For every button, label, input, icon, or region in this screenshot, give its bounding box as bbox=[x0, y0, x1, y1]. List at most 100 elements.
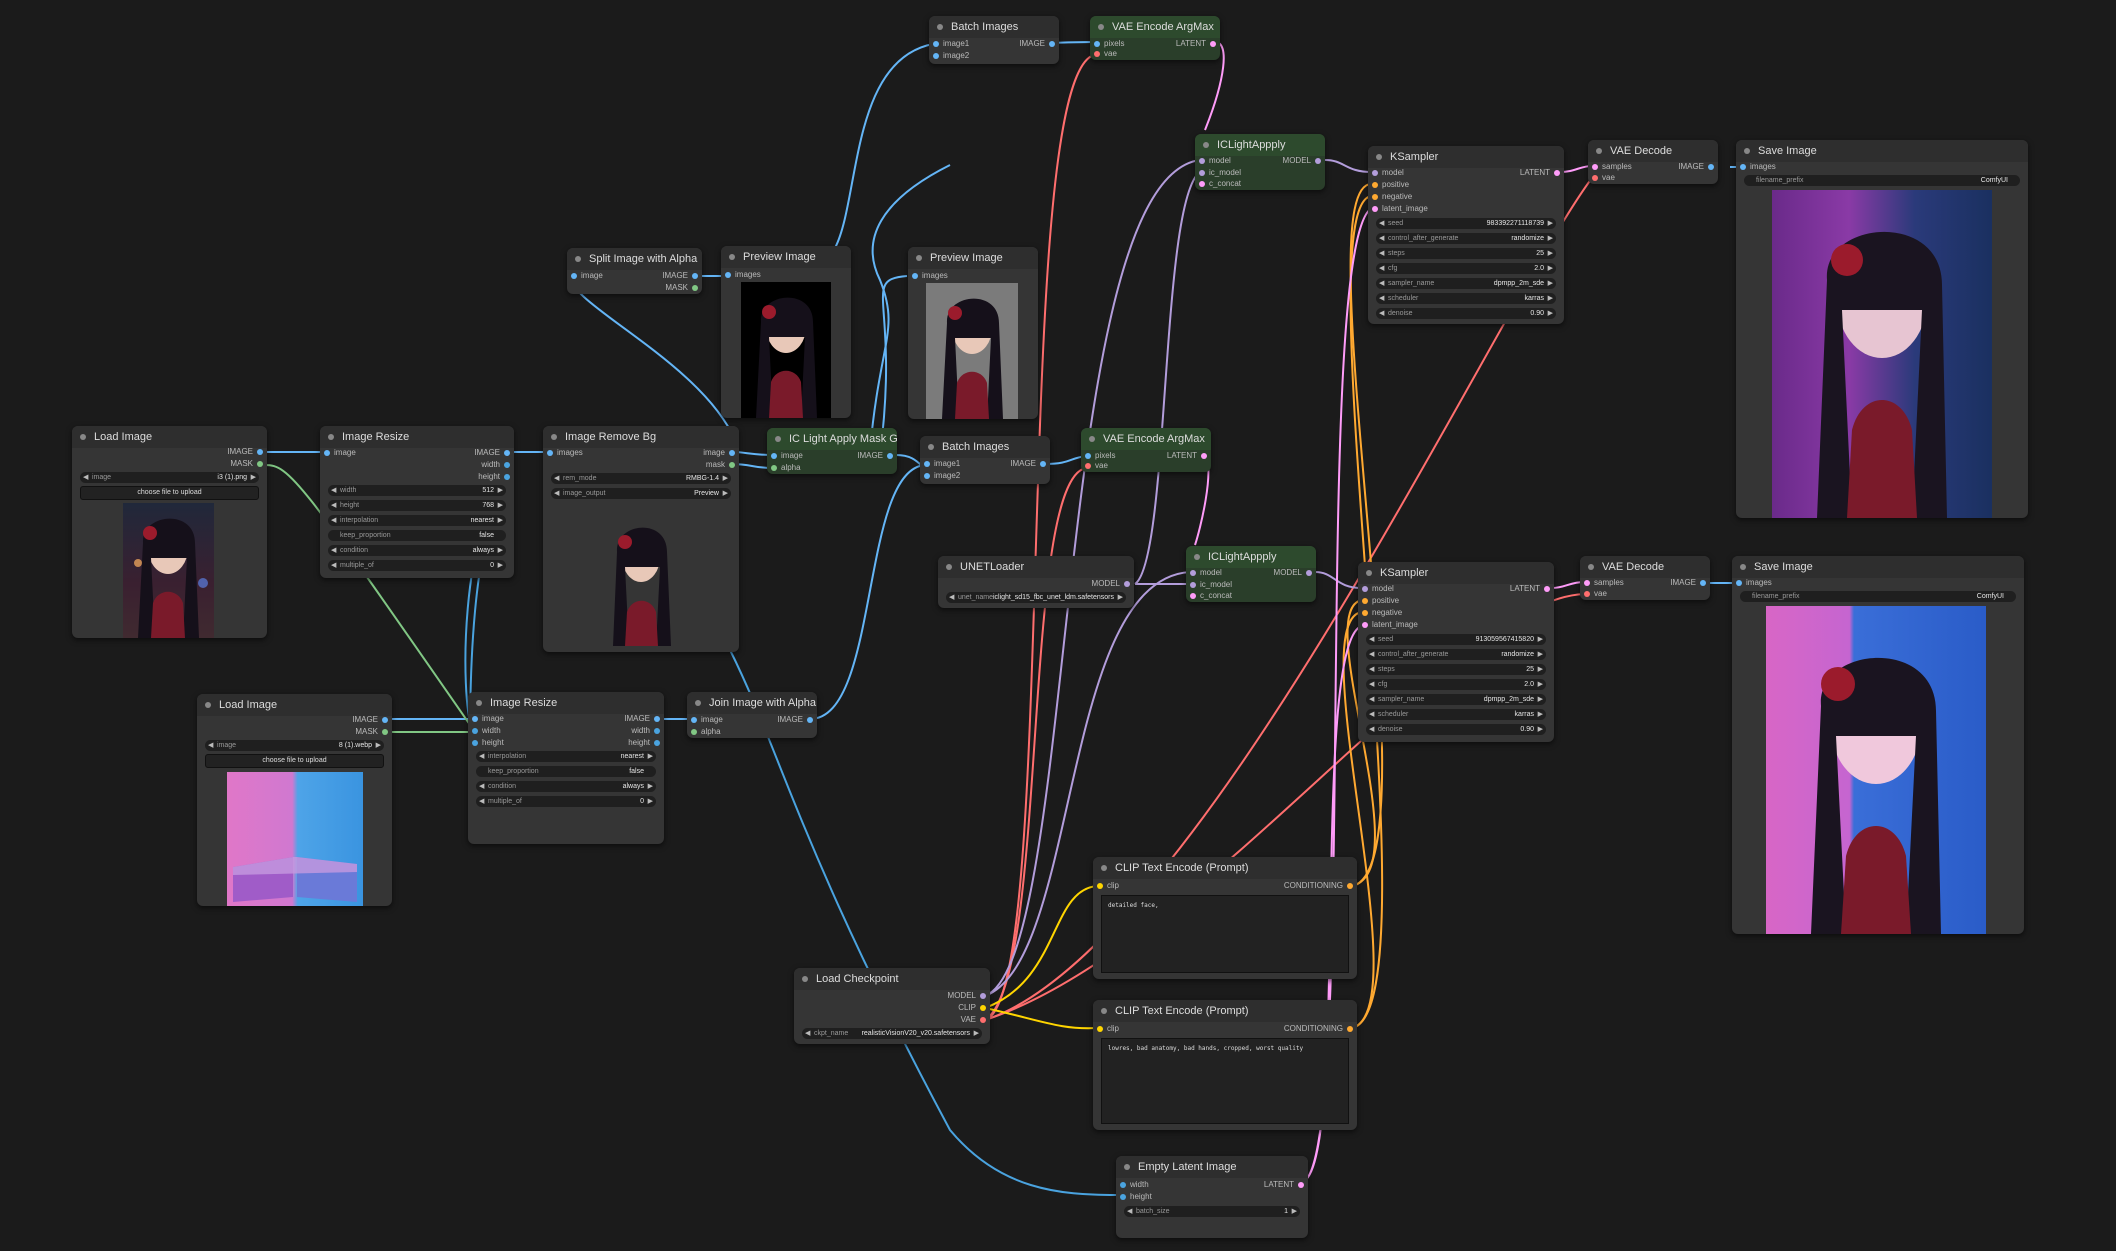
input-vae[interactable]: vae bbox=[1085, 461, 1108, 471]
output-vae[interactable]: VAE bbox=[961, 1015, 986, 1025]
input-images[interactable]: images bbox=[547, 448, 583, 458]
output-image[interactable]: image bbox=[703, 448, 735, 458]
input-image1[interactable]: image1 bbox=[924, 459, 960, 469]
output-model[interactable]: MODEL bbox=[1283, 156, 1321, 166]
node-vae-encode-2[interactable]: VAE Encode ArgMax pixels vae LATENT bbox=[1081, 428, 1211, 472]
output-image[interactable]: IMAGE bbox=[352, 715, 388, 725]
input-width[interactable]: width bbox=[472, 726, 501, 736]
output-latent[interactable]: LATENT bbox=[1167, 451, 1207, 461]
input-clip[interactable]: clip bbox=[1097, 1024, 1119, 1034]
input-samples[interactable]: samples bbox=[1584, 578, 1624, 588]
output-latent[interactable]: LATENT bbox=[1264, 1180, 1304, 1190]
input-positive[interactable]: positive bbox=[1362, 596, 1399, 606]
output-image[interactable]: IMAGE bbox=[227, 447, 263, 457]
input-image1[interactable]: image1 bbox=[933, 39, 969, 49]
node-ksampler-1[interactable]: KSampler model positive negative latent_… bbox=[1368, 146, 1564, 324]
node-clip-text-encode-negative[interactable]: CLIP Text Encode (Prompt) clip CONDITION… bbox=[1093, 1000, 1357, 1130]
input-images[interactable]: images bbox=[1740, 162, 1776, 172]
input-ic-model[interactable]: ic_model bbox=[1199, 168, 1241, 178]
prompt-textarea[interactable]: detailed face, bbox=[1101, 895, 1349, 973]
input-image[interactable]: image bbox=[571, 271, 603, 281]
input-images[interactable]: images bbox=[725, 270, 761, 280]
output-model[interactable]: MODEL bbox=[948, 991, 986, 1001]
prompt-textarea[interactable]: lowres, bad anatomy, bad hands, cropped,… bbox=[1101, 1038, 1349, 1124]
node-clip-text-encode-positive[interactable]: CLIP Text Encode (Prompt) clip CONDITION… bbox=[1093, 857, 1357, 979]
node-split-image-alpha[interactable]: Split Image with Alpha image IMAGE MASK bbox=[567, 248, 702, 294]
output-conditioning[interactable]: CONDITIONING bbox=[1284, 881, 1353, 891]
input-image2[interactable]: image2 bbox=[924, 471, 960, 481]
input-negative[interactable]: negative bbox=[1362, 608, 1402, 618]
node-preview-image-2[interactable]: Preview Image images bbox=[908, 247, 1038, 419]
choose-file-button[interactable]: choose file to upload bbox=[205, 754, 384, 768]
input-latent-image[interactable]: latent_image bbox=[1362, 620, 1418, 630]
node-join-image-alpha[interactable]: Join Image with Alpha image alpha IMAGE bbox=[687, 692, 817, 738]
node-vae-encode-1[interactable]: VAE Encode ArgMax pixels vae LATENT bbox=[1090, 16, 1220, 60]
input-latent-image[interactable]: latent_image bbox=[1372, 204, 1428, 214]
input-pixels[interactable]: pixels bbox=[1094, 39, 1124, 49]
output-latent[interactable]: LATENT bbox=[1520, 168, 1560, 178]
output-image[interactable]: IMAGE bbox=[1019, 39, 1055, 49]
input-c-concat[interactable]: c_concat bbox=[1190, 591, 1232, 601]
input-vae[interactable]: vae bbox=[1584, 589, 1607, 599]
input-alpha[interactable]: alpha bbox=[691, 727, 721, 737]
output-image[interactable]: IMAGE bbox=[662, 271, 698, 281]
input-height[interactable]: height bbox=[1120, 1192, 1152, 1202]
input-model[interactable]: model bbox=[1190, 568, 1222, 578]
output-model[interactable]: MODEL bbox=[1092, 579, 1130, 589]
node-image-resize-1[interactable]: Image Resize image IMAGE width height ◀w… bbox=[320, 426, 514, 578]
node-batch-images-2[interactable]: Batch Images image1 image2 IMAGE bbox=[920, 436, 1050, 484]
input-image[interactable]: image bbox=[324, 448, 356, 458]
output-mask[interactable]: MASK bbox=[355, 727, 388, 737]
input-model[interactable]: model bbox=[1199, 156, 1231, 166]
input-image[interactable]: image bbox=[691, 715, 723, 725]
output-image[interactable]: IMAGE bbox=[1010, 459, 1046, 469]
input-image[interactable]: image bbox=[771, 451, 803, 461]
node-load-checkpoint[interactable]: Load Checkpoint MODEL CLIP VAE ◀ckpt_nam… bbox=[794, 968, 990, 1044]
output-conditioning[interactable]: CONDITIONING bbox=[1284, 1024, 1353, 1034]
node-ksampler-2[interactable]: KSampler model positive negative latent_… bbox=[1358, 562, 1554, 742]
output-mask[interactable]: MASK bbox=[665, 283, 698, 293]
output-height[interactable]: height bbox=[478, 472, 510, 482]
input-alpha[interactable]: alpha bbox=[771, 463, 801, 473]
output-latent[interactable]: LATENT bbox=[1510, 584, 1550, 594]
node-empty-latent-image[interactable]: Empty Latent Image width height LATENT ◀… bbox=[1116, 1156, 1308, 1238]
input-image2[interactable]: image2 bbox=[933, 51, 969, 61]
input-images[interactable]: images bbox=[1736, 578, 1772, 588]
output-mask[interactable]: mask bbox=[706, 460, 735, 470]
output-width[interactable]: width bbox=[481, 460, 510, 470]
input-width[interactable]: width bbox=[1120, 1180, 1149, 1190]
output-mask[interactable]: MASK bbox=[230, 459, 263, 469]
node-vae-decode-2[interactable]: VAE Decode samples vae IMAGE bbox=[1580, 556, 1710, 600]
input-height[interactable]: height bbox=[472, 738, 504, 748]
